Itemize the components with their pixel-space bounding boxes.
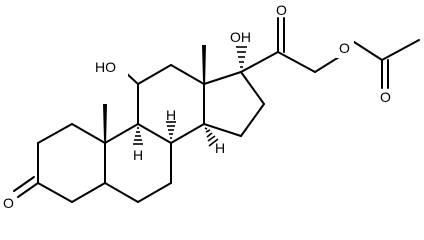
label-o-ketone-c20: O <box>276 2 287 18</box>
ring-c <box>137 64 205 144</box>
label-h-c9: H <box>133 147 143 163</box>
hash-h9 <box>133 127 143 145</box>
hash-h8 <box>166 121 176 139</box>
ketone-c3 <box>13 176 39 198</box>
methyl-c19 <box>103 104 107 146</box>
label-o-ester: O <box>339 40 350 56</box>
label-oh-c17: OH <box>230 29 251 45</box>
ring-b <box>104 123 172 203</box>
methyl-c18 <box>202 45 206 87</box>
side-chain <box>240 17 420 89</box>
structural-formula: HO OH O O O O H H H <box>3 2 420 211</box>
label-h-c14: H <box>215 140 225 156</box>
label-o-acetyl: O <box>380 89 391 105</box>
label-h-c8: H <box>166 107 176 123</box>
label-oh-c11: HO <box>95 59 116 75</box>
hash-h14 <box>204 127 219 147</box>
ring-d <box>203 71 265 137</box>
ring-a <box>37 123 106 203</box>
hash-oh17 <box>236 46 247 68</box>
label-o-ketone-c3: O <box>3 195 14 211</box>
